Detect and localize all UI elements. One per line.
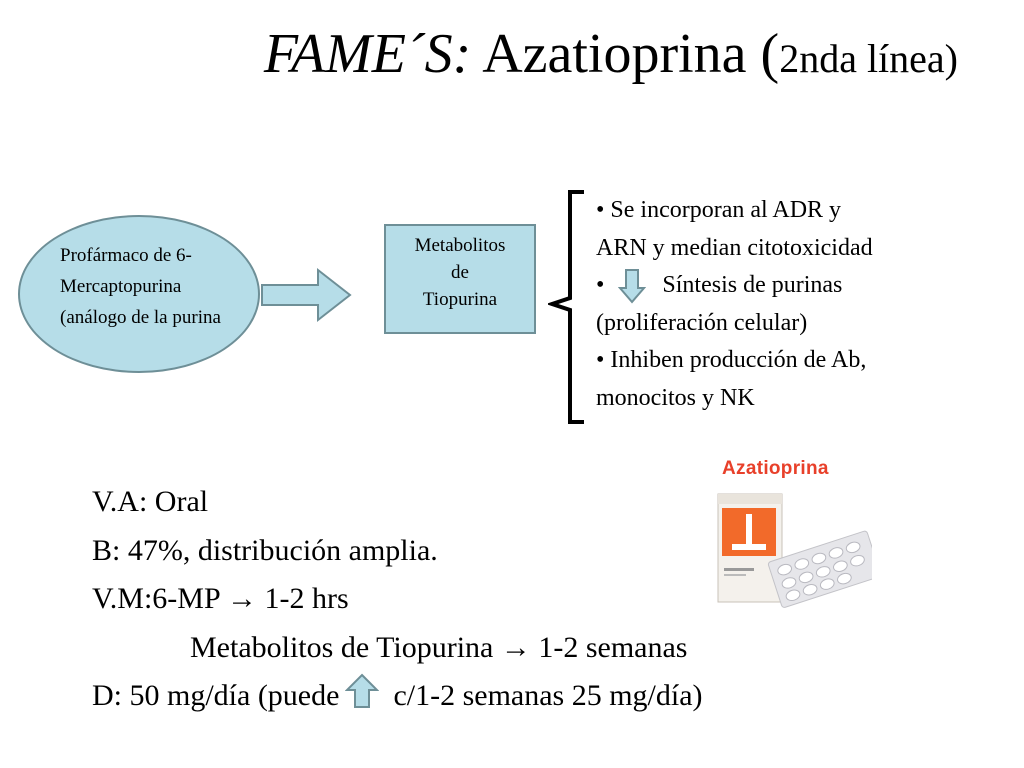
- metabolites-line-1: Metabolitos: [414, 235, 506, 256]
- prodrug-text: Profármaco de 6-Mercaptopurina (análogo …: [60, 245, 221, 328]
- effect-line-2: ARN y median citotoxicidad: [596, 234, 873, 261]
- up-arrow-icon: [345, 673, 380, 708]
- down-arrow-icon: [618, 269, 647, 305]
- pk-arrow-icon-2: →: [500, 630, 531, 664]
- pk-route: V.A: Oral: [92, 485, 209, 518]
- effect-line-6: monocitos y NK: [596, 384, 755, 411]
- medicine-package-image: [712, 458, 872, 608]
- pk-half-life-value: 1-2 hrs: [264, 582, 349, 615]
- metabolites-box: Metabolitos de Tiopurina: [384, 224, 536, 334]
- effect-line-1: • Se incorporan al ADR y: [596, 197, 842, 223]
- pk-arrow-icon: →: [227, 582, 258, 615]
- title-small: 2nda línea): [779, 36, 958, 81]
- pharmacokinetics-block: V.A: Oral B: 47%, distribución amplia. V…: [92, 478, 892, 721]
- bracket-icon: [548, 190, 584, 424]
- effect-line-3: • Síntesis de purinas: [596, 267, 996, 305]
- title-main: Azatioprina (: [482, 23, 780, 85]
- effect-line-4: (proliferación celular): [596, 309, 808, 336]
- drug-image-label: Azatioprina: [722, 458, 829, 479]
- pk-metabolites: Metabolitos de Tiopurina → 1-2 semanas: [92, 624, 892, 673]
- pk-metabolites-value: 1-2 semanas: [538, 630, 688, 664]
- pk-half-life-label: V.M:6-MP: [92, 582, 220, 615]
- right-arrow-icon: [261, 267, 352, 323]
- pk-dose-suffix: c/1-2 semanas 25 mg/día): [393, 679, 703, 712]
- pk-dose-prefix: D: 50 mg/día (puede: [92, 679, 340, 712]
- slide-title: FAME´S: Azatioprina (2nda línea): [0, 18, 1024, 95]
- effect-line-5: • Inhiben producción de Ab,: [596, 347, 867, 373]
- pk-dose: D: 50 mg/día (puede c/1-2 semanas 25 mg/…: [92, 672, 892, 721]
- title-italic: FAME´S:: [263, 23, 472, 85]
- effect-synthesis: Síntesis de purinas: [662, 272, 843, 298]
- pk-metabolites-label: Metabolitos de Tiopurina: [190, 630, 494, 664]
- metabolites-line-3: Tiopurina: [422, 289, 498, 310]
- prodrug-ellipse: [18, 215, 260, 373]
- effect-bullet: •: [596, 272, 605, 298]
- pk-bioavailability: B: 47%, distribución amplia.: [92, 533, 438, 567]
- effects-list: • Se incorporan al ADR y ARN y median ci…: [596, 192, 996, 417]
- metabolites-line-2: de: [451, 262, 469, 283]
- pk-half-life: V.M:6-MP → 1-2 hrs: [92, 575, 892, 624]
